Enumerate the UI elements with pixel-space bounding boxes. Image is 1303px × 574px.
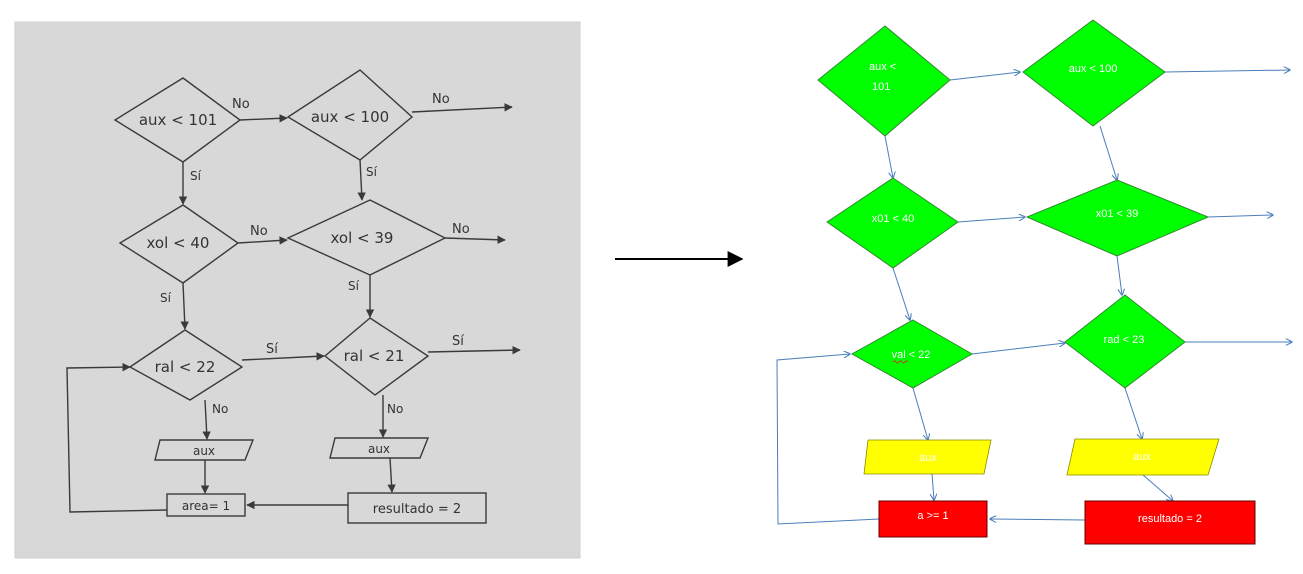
label-aux-101-line1: aux <: [869, 61, 896, 73]
flowchart-labels: aux < 101 aux < 100 x01 < 40 x01 < 39 va…: [869, 61, 1202, 525]
decision-aux-100: [1022, 19, 1166, 127]
sketch-label-no: No: [250, 224, 268, 239]
label-a-ge-1: a >= 1: [917, 510, 948, 522]
flowchart-io: [863, 438, 1220, 476]
sketch-label-si: Sí: [190, 169, 202, 183]
process-resultado-2: [1084, 500, 1256, 545]
process-a-ge-1: [878, 500, 988, 538]
sketch-decision-ral-21: [323, 317, 430, 396]
decision-aux-101: [817, 25, 951, 137]
decision-rad-23: [1064, 294, 1186, 389]
sketch-node-ral-21: ral < 21: [344, 347, 405, 365]
label-rad-23: rad < 23: [1104, 334, 1145, 346]
flowchart-connectors: [776, 70, 1292, 525]
label-resultado-2: resultado = 2: [1138, 513, 1202, 525]
sketch-process-area: [166, 493, 246, 517]
io-aux-right: [1066, 438, 1220, 476]
sketch-node-xol-39: xol < 39: [331, 229, 394, 247]
hand-drawn-sketch: aux < 101 aux < 100 xol < 40 xol < 39 ra…: [14, 21, 581, 559]
sketch-node-io-right: aux: [368, 442, 390, 456]
sketch-io-aux-right: [329, 437, 430, 459]
sketch-label-no: No: [432, 92, 450, 107]
label-io-aux-right: aux: [1133, 451, 1151, 463]
sketch-label-si: Sí: [366, 165, 378, 179]
label-x01-40: x01 < 40: [872, 213, 915, 225]
sketch-label-no: No: [452, 222, 470, 237]
sketch-label-no: No: [212, 402, 228, 416]
sketch-decision-ral-22: [128, 329, 244, 401]
sketch-node-ral-22: ral < 22: [155, 358, 216, 376]
sketch-label-si: Sí: [452, 334, 464, 349]
sketch-label-no: No: [387, 402, 403, 416]
label-aux-101-line2: 101: [872, 81, 890, 93]
label-val-22: val < 22: [892, 349, 931, 361]
label-io-aux-left: aux: [919, 452, 937, 464]
label-aux-100: aux < 100: [1069, 63, 1118, 75]
decision-x01-40: [826, 177, 959, 269]
io-aux-left: [863, 439, 992, 475]
sketch-node-aux-100: aux < 100: [311, 108, 389, 126]
sketch-label-no: No: [232, 97, 250, 112]
sketch-node-io-left: aux: [193, 444, 215, 458]
sketch-node-area: area= 1: [182, 499, 230, 513]
sketch-node-xol-40: xol < 40: [147, 234, 210, 252]
paper-photo: [15, 22, 580, 558]
flowchart-decisions: [817, 19, 1210, 389]
sketch-shapes: [66, 69, 521, 524]
sketch-node-resultado: resultado = 2: [373, 502, 461, 517]
sketch-text: aux < 101 aux < 100 xol < 40 xol < 39 ra…: [139, 92, 470, 517]
digital-flowchart: aux < 101 aux < 100 x01 < 40 x01 < 39 va…: [776, 19, 1292, 545]
spellcheck-underline: [892, 360, 909, 364]
label-x01-39: x01 < 39: [1096, 208, 1139, 220]
sketch-label-si: Sí: [266, 342, 278, 357]
flowchart-process: [878, 500, 1256, 545]
sketch-label-si: Sí: [348, 279, 360, 293]
decision-val-22: [850, 319, 974, 389]
decision-x01-39: [1025, 179, 1210, 257]
sketch-process-resultado: [347, 492, 487, 524]
sketch-node-aux-101: aux < 101: [139, 111, 217, 129]
sketch-io-aux-left: [154, 439, 255, 461]
sketch-label-si: Sí: [160, 291, 172, 305]
